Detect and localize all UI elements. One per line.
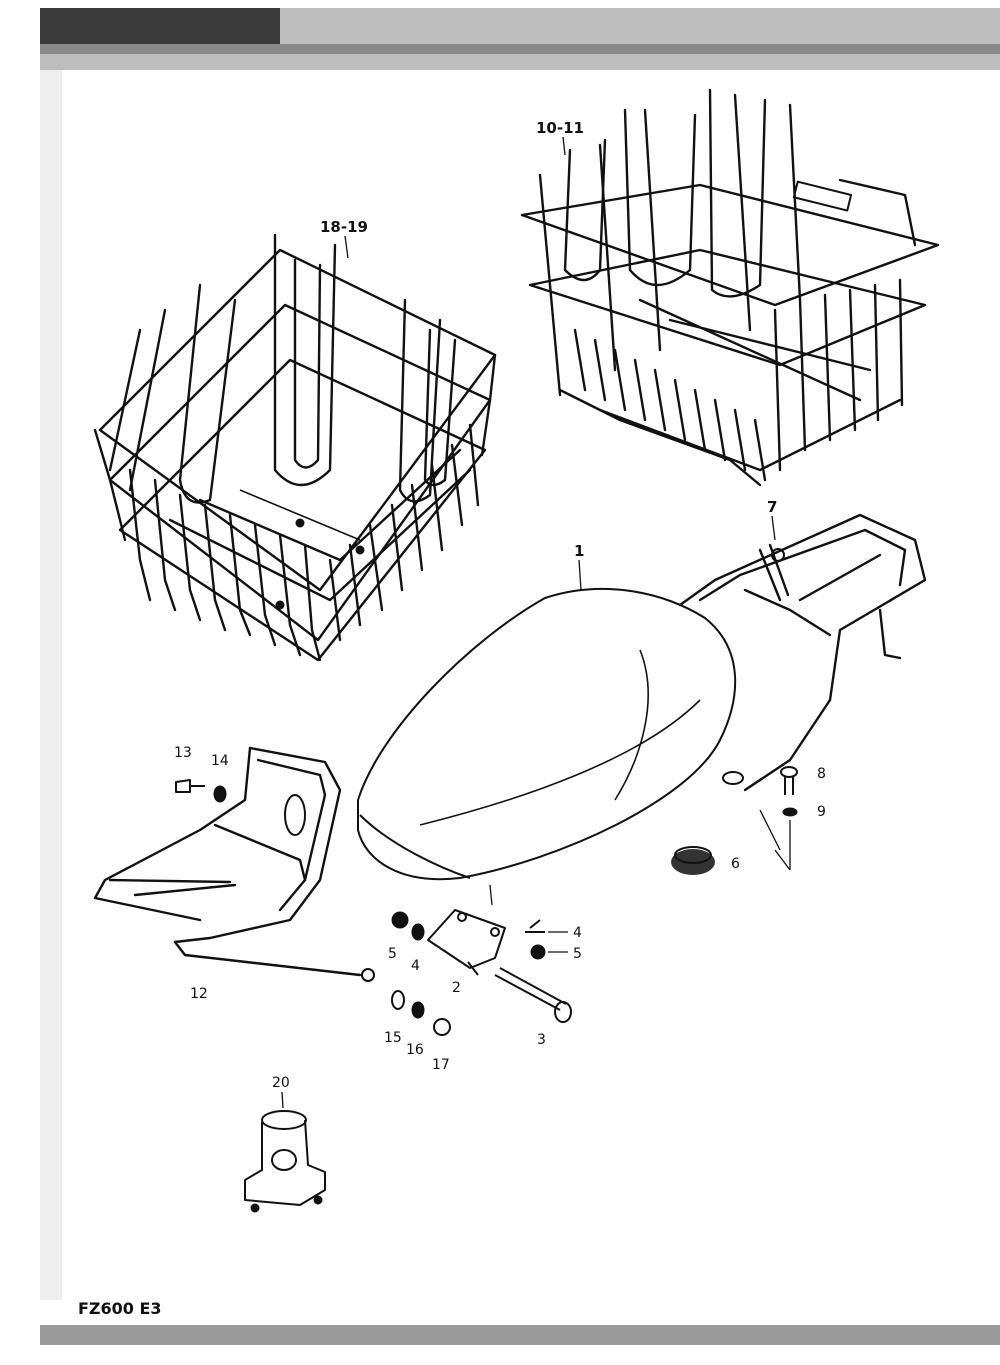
leader-rear-carrier: [771, 515, 776, 541]
callout-washer-15: 15: [384, 1030, 402, 1046]
washer-15: [391, 990, 405, 1010]
nut-17: [433, 1018, 451, 1036]
callout-bolt-8: 8: [817, 766, 826, 782]
callout-nut-5-left: 5: [388, 946, 397, 962]
header-band: [40, 8, 1000, 70]
leader-front-basket: [344, 235, 349, 259]
washer-9: [782, 807, 798, 817]
leader-bolt-8: [759, 809, 791, 871]
callout-cushion: 6: [731, 856, 740, 872]
mount-stud: [722, 771, 744, 785]
bolt-13: [175, 779, 205, 793]
callout-seat-bracket: 2: [452, 980, 461, 996]
seat-lock: [244, 1110, 326, 1213]
front-carrier: [93, 746, 375, 982]
rear-carrier: [678, 513, 927, 792]
washer-4-left: [411, 923, 425, 941]
callout-seat: 1: [574, 542, 584, 560]
washer-4-right: [525, 919, 545, 933]
callout-front-basket: 18-19: [320, 218, 368, 236]
callout-front-carrier: 12: [190, 986, 208, 1002]
nut-5-left: [391, 911, 409, 929]
callout-washer-16: 16: [406, 1042, 424, 1058]
seat: [357, 587, 737, 881]
callout-bolt-3: 3: [537, 1032, 546, 1048]
callout-nut-17: 17: [432, 1057, 450, 1073]
footer-band: [40, 1325, 1000, 1345]
leader-rear-basket: [562, 136, 566, 156]
callout-washer-9: 9: [817, 804, 826, 820]
leader-seat: [578, 559, 582, 591]
leader-seat-bracket: [489, 884, 493, 906]
seat-bracket: [427, 909, 506, 976]
callout-nut-5-right: 5: [573, 946, 582, 962]
callout-washer-14: 14: [211, 753, 229, 769]
washer-16: [411, 1001, 425, 1019]
scan-margin: [40, 70, 62, 1300]
bolt-3: [494, 967, 572, 1023]
washer-14: [213, 785, 227, 803]
leader-seat-lock: [281, 1091, 284, 1109]
model-code: FZ600 E3: [78, 1299, 162, 1318]
bolt-8: [780, 766, 798, 795]
nut-5-right: [530, 944, 546, 960]
callout-rear-basket: 10-11: [536, 119, 584, 137]
cushion-6: [671, 846, 715, 875]
callout-bolt-13: 13: [174, 745, 192, 761]
callout-washer-4-left: 4: [411, 958, 420, 974]
rear-basket: [520, 88, 940, 487]
callout-rear-carrier: 7: [767, 498, 777, 516]
leader-4-5-right: [548, 931, 568, 953]
callout-washer-4-right: 4: [573, 925, 582, 941]
callout-seat-lock: 20: [272, 1075, 290, 1091]
front-basket: [93, 233, 497, 662]
